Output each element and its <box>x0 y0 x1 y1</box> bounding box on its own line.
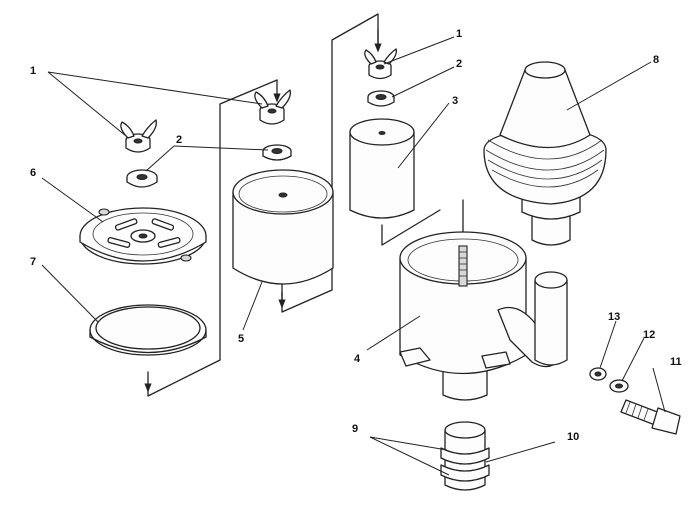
callout-13: 13 <box>608 311 620 323</box>
wing-nut-right <box>364 48 397 80</box>
assembly-path-left <box>144 13 496 397</box>
wing-nut-left <box>120 119 157 153</box>
callout-5: 5 <box>238 333 244 345</box>
callout-10: 10 <box>567 431 579 443</box>
callout-1-left: 1 <box>30 65 36 77</box>
callout-labels: 1 2 6 7 5 1 2 3 8 4 13 12 11 9 10 <box>30 28 682 443</box>
callout-2-right: 2 <box>456 58 462 70</box>
callout-8: 8 <box>653 54 659 66</box>
callout-3: 3 <box>452 95 458 107</box>
callout-12: 12 <box>643 329 655 341</box>
washer-center <box>262 144 292 161</box>
callout-6: 6 <box>30 167 36 179</box>
callout-4: 4 <box>354 353 361 365</box>
washer-right <box>367 90 395 107</box>
coupling <box>440 421 490 491</box>
filter-housing <box>399 231 568 401</box>
wing-nut-center <box>254 89 291 125</box>
callout-9: 9 <box>352 423 358 435</box>
seal-ring <box>89 304 207 356</box>
base-plate <box>79 207 207 265</box>
leader-lines <box>41 36 666 476</box>
bolt-hardware <box>589 367 681 435</box>
cone-cap <box>483 61 607 246</box>
callout-2-left: 2 <box>176 134 182 146</box>
filter-cylinder-small <box>349 118 415 219</box>
washer-left <box>126 169 158 188</box>
callout-7: 7 <box>30 256 36 268</box>
callout-1-right: 1 <box>456 28 462 40</box>
callout-11: 11 <box>670 356 682 368</box>
filter-cylinder-large <box>232 169 334 285</box>
